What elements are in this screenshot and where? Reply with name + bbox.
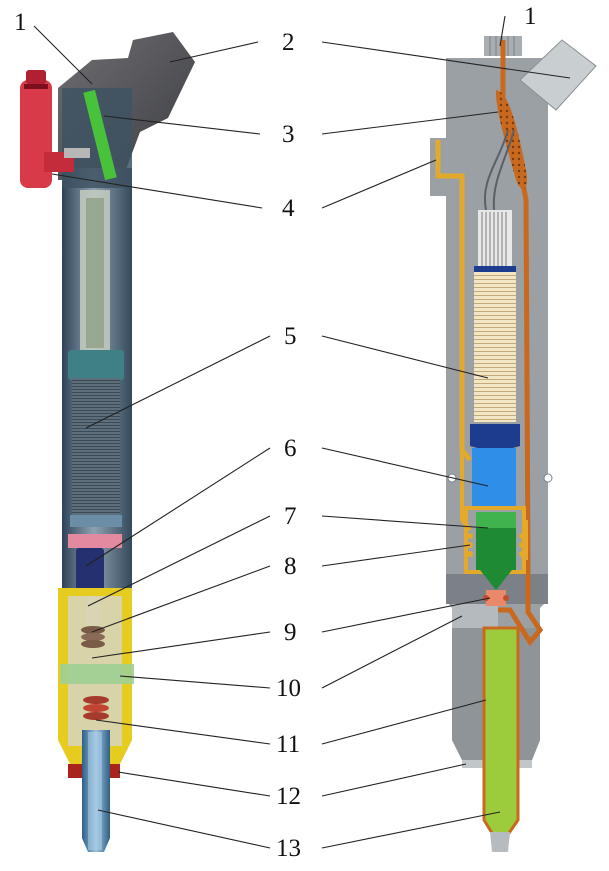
callout-13: 13 bbox=[276, 835, 301, 862]
callout-6: 6 bbox=[284, 435, 297, 462]
callout-8: 8 bbox=[284, 553, 297, 580]
left-valve-spring bbox=[81, 626, 105, 648]
left-return-connector bbox=[20, 70, 90, 188]
right-valve-spring bbox=[467, 533, 525, 557]
callout-12: 12 bbox=[276, 783, 301, 810]
callout-1-right: 1 bbox=[524, 3, 537, 30]
callout-4: 4 bbox=[282, 195, 295, 222]
right-nozzle-tip bbox=[490, 832, 510, 852]
callout-7: 7 bbox=[284, 503, 297, 530]
right-armature bbox=[472, 448, 516, 508]
callout-3: 3 bbox=[282, 121, 295, 148]
left-edge-filter bbox=[83, 89, 117, 181]
left-injector bbox=[20, 32, 195, 852]
callout-5: 5 bbox=[284, 323, 297, 350]
right-armature-plate bbox=[470, 424, 520, 450]
callout-numbers: 1 1 2 3 4 5 6 7 8 9 10 11 12 13 bbox=[14, 3, 537, 862]
left-solenoid bbox=[68, 350, 124, 380]
callout-9: 9 bbox=[284, 619, 297, 646]
right-solenoid-coil bbox=[474, 272, 516, 422]
callout-2: 2 bbox=[282, 29, 295, 56]
left-nozzle-spring bbox=[83, 696, 109, 720]
right-nozzle-needle bbox=[482, 626, 520, 849]
right-injector bbox=[430, 36, 597, 852]
callout-11: 11 bbox=[276, 731, 300, 758]
callout-1-left: 1 bbox=[14, 9, 27, 36]
right-leak-line bbox=[435, 140, 472, 462]
callout-10: 10 bbox=[276, 675, 301, 702]
left-armature bbox=[76, 548, 104, 592]
left-intermediate-plate bbox=[60, 664, 134, 684]
leader-lines bbox=[33, 15, 571, 849]
right-angled-connector bbox=[519, 39, 597, 111]
right-coupling-spring bbox=[483, 590, 509, 606]
